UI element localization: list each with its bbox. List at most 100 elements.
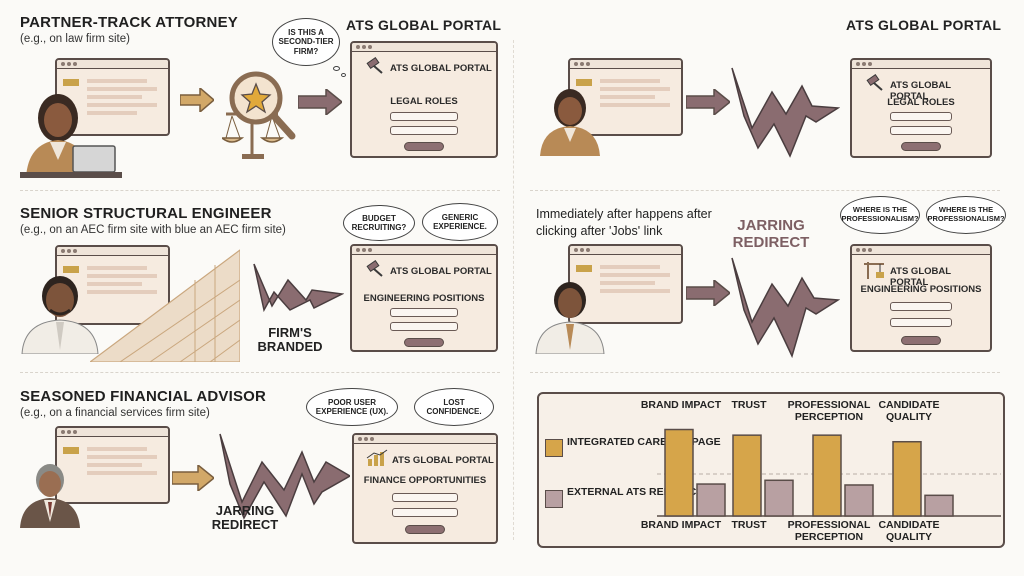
building-illustration bbox=[90, 249, 240, 362]
thought-bubble: GENERIC EXPERIENCE. bbox=[422, 203, 498, 241]
category-label-bottom: PROFESSIONAL PERCEPTION bbox=[787, 519, 871, 543]
advisor-avatar-icon bbox=[20, 464, 80, 528]
ats-portal-finance: ATS GLOBAL PORTAL FINANCE OPPORTUNITIES bbox=[352, 433, 498, 544]
bar-integrated-2 bbox=[812, 434, 842, 517]
arrow-icon bbox=[172, 465, 214, 491]
finance-chart-icon bbox=[366, 449, 388, 466]
jagged-arrow-icon bbox=[731, 67, 840, 158]
row-divider bbox=[20, 190, 500, 191]
form-field[interactable] bbox=[890, 302, 952, 311]
bar-integrated-0 bbox=[664, 428, 694, 517]
ats-portal-legal-right: ATS GLOBAL PORTAL LEGAL ROLES bbox=[850, 58, 992, 158]
gavel-icon bbox=[866, 74, 883, 91]
row2-subtitle: (e.g., on an AEC firm site with blue an … bbox=[20, 224, 286, 236]
thought-dot bbox=[333, 66, 340, 71]
arrow-icon bbox=[298, 89, 342, 115]
thought-bubble: WHERE IS THE PROFESSIONALISM? bbox=[840, 196, 920, 234]
engineer-avatar-icon bbox=[21, 276, 99, 354]
jagged-arrow-icon bbox=[731, 257, 840, 359]
form-field[interactable] bbox=[890, 112, 952, 121]
column-divider bbox=[513, 40, 514, 540]
row3-subtitle: (e.g., on a financial services firm site… bbox=[20, 407, 210, 419]
portal-roles: FINANCE OPPORTUNITIES bbox=[363, 475, 487, 486]
legend-swatch-integrated bbox=[545, 439, 563, 457]
submit-button[interactable] bbox=[404, 142, 444, 151]
portal-name: ATS GLOBAL PORTAL bbox=[890, 80, 951, 102]
form-field[interactable] bbox=[390, 308, 458, 317]
category-label-top: CANDIDATE QUALITY bbox=[878, 399, 940, 423]
portal-roles: ENGINEERING POSITIONS bbox=[363, 293, 485, 304]
comparison-chart: INTEGRATED CAREERS PAGE EXTERNAL ATS RED… bbox=[537, 392, 1005, 548]
thought-dot bbox=[341, 73, 346, 77]
arrow-icon bbox=[686, 280, 730, 306]
attorney-avatar-icon bbox=[20, 94, 122, 178]
portal-name: ATS GLOBAL PORTAL bbox=[392, 455, 494, 466]
gavel-icon bbox=[366, 57, 383, 74]
thought-bubble: IS THIS A SECOND-TIER FIRM? bbox=[272, 18, 340, 66]
thought-bubble: POOR USER EXPERIENCE (UX). bbox=[306, 388, 398, 426]
portal-roles: LEGAL ROLES bbox=[887, 97, 955, 108]
row1-title: PARTNER-TRACK ATTORNEY bbox=[20, 14, 239, 31]
ats-portal-legal: ATS GLOBAL PORTAL LEGAL ROLES bbox=[350, 41, 498, 158]
row1-subtitle: (e.g., on law firm site) bbox=[20, 33, 130, 45]
row-divider bbox=[20, 372, 500, 373]
ats-portal-engineering-right: ATS GLOBAL PORTAL ENGINEERING POSITIONS bbox=[850, 244, 992, 352]
thought-bubble: BUDGET RECRUITING? bbox=[343, 205, 415, 241]
category-label-top: BRAND IMPACT bbox=[640, 399, 722, 411]
category-label-bottom: BRAND IMPACT bbox=[640, 519, 722, 531]
bar-integrated-3 bbox=[892, 440, 922, 517]
gavel-icon bbox=[366, 260, 383, 277]
form-field[interactable] bbox=[890, 126, 952, 135]
form-field[interactable] bbox=[390, 112, 458, 121]
row3-title: SEASONED FINANCIAL ADVISOR bbox=[20, 388, 267, 405]
bar-integrated-1 bbox=[732, 434, 762, 517]
thought-bubble: LOST CONFIDENCE. bbox=[414, 388, 494, 426]
portal-roles: LEGAL ROLES bbox=[390, 96, 458, 107]
submit-button[interactable] bbox=[901, 142, 941, 151]
firm-site-illustration bbox=[568, 58, 683, 136]
ats-portal-engineering: ATS GLOBAL PORTAL ENGINEERING POSITIONS bbox=[350, 244, 498, 352]
aec-firm-site-illustration-right bbox=[568, 244, 683, 324]
financial-firm-site-illustration bbox=[55, 426, 170, 504]
jarring-redirect-label: JARRING REDIRECT bbox=[211, 503, 279, 533]
row-divider bbox=[530, 372, 1000, 373]
category-label-top: TRUST bbox=[731, 399, 767, 411]
thought-bubble: WHERE IS THE PROFESSIONALISM? bbox=[926, 196, 1006, 234]
aec-firm-site-illustration bbox=[55, 245, 170, 325]
magnifier-scales-icon bbox=[222, 71, 296, 159]
bar-external-0 bbox=[696, 483, 726, 517]
bar-chart-svg bbox=[657, 428, 1001, 517]
category-label-top: PROFESSIONAL PERCEPTION bbox=[787, 399, 871, 423]
submit-button[interactable] bbox=[404, 338, 444, 347]
jagged-arrow-icon bbox=[253, 263, 344, 312]
form-field[interactable] bbox=[390, 322, 458, 331]
form-field[interactable] bbox=[390, 126, 458, 135]
portal-name: ATS GLOBAL PORTAL bbox=[390, 63, 492, 74]
bar-external-1 bbox=[764, 479, 794, 517]
form-field[interactable] bbox=[890, 318, 952, 327]
portal-name: ATS GLOBAL PORTAL bbox=[890, 266, 951, 288]
crane-icon bbox=[864, 262, 884, 279]
bar-external-3 bbox=[924, 494, 954, 517]
firms-branded-label: FIRM'S BRANDED bbox=[257, 325, 323, 355]
category-label-bottom: CANDIDATE QUALITY bbox=[878, 519, 940, 543]
redirect-note: Immediately after happens after clicking… bbox=[536, 207, 712, 238]
row1-portal-header: ATS GLOBAL PORTAL bbox=[346, 17, 502, 33]
portal-roles: ENGINEERING POSITIONS bbox=[860, 284, 982, 295]
worried-engineer-avatar-icon bbox=[535, 282, 605, 354]
row2-title: SENIOR STRUCTURAL ENGINEER bbox=[20, 205, 272, 222]
arrow-icon bbox=[180, 88, 214, 112]
right-row1-portal-header: ATS GLOBAL PORTAL bbox=[846, 17, 1002, 33]
legend-swatch-external bbox=[545, 490, 563, 508]
portal-name: ATS GLOBAL PORTAL bbox=[390, 266, 492, 277]
category-label-bottom: TRUST bbox=[731, 519, 767, 531]
jarring-redirect-label: JARRING REDIRECT bbox=[732, 217, 810, 251]
arrow-icon bbox=[686, 89, 730, 115]
form-field[interactable] bbox=[392, 508, 458, 517]
submit-button[interactable] bbox=[901, 336, 941, 345]
worried-attorney-avatar-icon bbox=[540, 89, 600, 156]
bar-external-2 bbox=[844, 484, 874, 517]
form-field[interactable] bbox=[392, 493, 458, 502]
row-divider bbox=[530, 190, 1000, 191]
submit-button[interactable] bbox=[405, 525, 445, 534]
